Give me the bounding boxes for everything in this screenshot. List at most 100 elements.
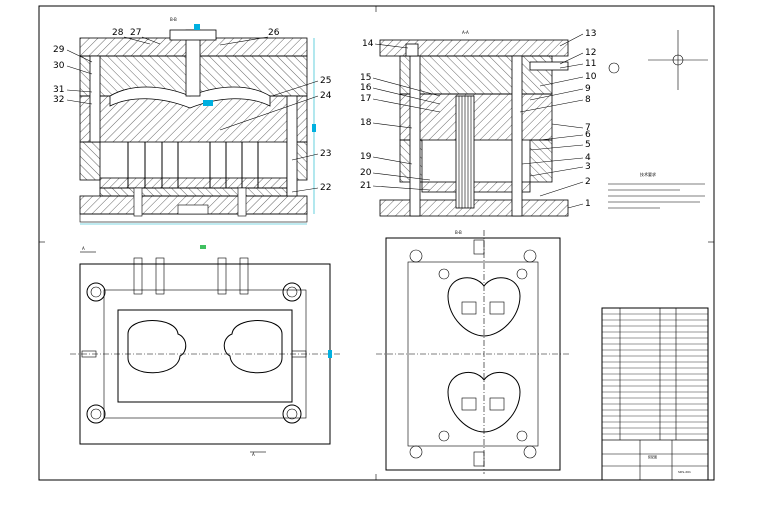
- ejector-retainer: [99, 187, 288, 197]
- ejector-pins: [127, 142, 259, 188]
- callouts-left: 28 27 26 29 30 31 32 25 24 23 22: [53, 28, 332, 193]
- view-title-moving: B-B: [455, 230, 462, 235]
- slide-cylinders: [133, 257, 249, 295]
- callout-label: 5: [585, 140, 591, 150]
- slot: [473, 451, 485, 467]
- insert-block: [461, 397, 477, 411]
- guide-hole: [90, 408, 102, 420]
- technical-requirements: 技术要求: [608, 171, 705, 209]
- slot: [473, 239, 485, 255]
- callout-label: 30: [53, 61, 65, 71]
- callout-label: 7: [585, 123, 591, 133]
- callout-label: 21: [360, 181, 371, 191]
- callout-label: 18: [360, 118, 372, 128]
- callout-label: 6: [585, 130, 591, 140]
- drawing-number: SDS-201: [678, 470, 691, 474]
- right-section-view: A-A 14 13 12 11 10 9 8 15 16 17 18 7 6 5…: [360, 29, 597, 217]
- bom-rows: [602, 313, 708, 441]
- accent-block: [200, 245, 206, 249]
- callout-label: 15: [360, 73, 371, 83]
- cavity-lower: [447, 371, 521, 433]
- callout-label: 31: [53, 85, 64, 95]
- section-mark-a: A: [82, 246, 85, 251]
- pin-hole: [516, 268, 528, 280]
- callout-label: 17: [360, 94, 371, 104]
- callout-label: 11: [585, 59, 596, 69]
- pin-hole: [409, 445, 423, 459]
- section-mark-a: A: [252, 452, 255, 457]
- guide-hole: [86, 282, 106, 302]
- callout-label: 24: [320, 91, 332, 101]
- base-outline: [79, 213, 308, 223]
- ejector-plate: [421, 181, 531, 193]
- pin-hole: [523, 445, 537, 459]
- callout-label: 13: [585, 29, 596, 39]
- pin-hole: [409, 249, 423, 263]
- guide-pillar: [89, 55, 101, 143]
- small-part-icon: [608, 62, 620, 74]
- guide-hole: [90, 286, 102, 298]
- callout-label: 29: [53, 45, 65, 55]
- insert-block: [461, 301, 477, 315]
- title-block: 装配图 SDS-201: [601, 307, 709, 481]
- callout-label: 26: [268, 28, 280, 38]
- callout-label: 20: [360, 168, 372, 178]
- accent-block: [203, 100, 213, 106]
- plan-view-moving-half: B-B: [376, 230, 570, 474]
- guide-pillar: [409, 55, 421, 217]
- accent-block: [328, 350, 332, 358]
- callouts-right: 14 13 12 11 10 9 8 15 16 17 18 7 6 5 4 1…: [360, 29, 597, 209]
- callout-label: 23: [320, 149, 331, 159]
- guide-hole: [286, 286, 298, 298]
- core-insert-lines: [458, 96, 472, 208]
- callout-label: 25: [320, 76, 331, 86]
- pin-hole: [438, 268, 450, 280]
- guide-hole: [282, 282, 302, 302]
- callout-label: 9: [585, 84, 591, 94]
- bolt: [405, 43, 419, 57]
- callout-label: 19: [360, 152, 372, 162]
- part-profile: [109, 86, 271, 109]
- callout-label: 27: [130, 28, 141, 38]
- outer-frame: [38, 5, 715, 481]
- callout-label: 22: [320, 183, 331, 193]
- guide-hole: [286, 408, 298, 420]
- callout-label: 12: [585, 48, 596, 58]
- callout-label: 32: [53, 95, 64, 105]
- callout-label: 10: [585, 72, 597, 82]
- insert-block: [489, 397, 505, 411]
- locating-ring: [169, 29, 217, 41]
- callout-label: 3: [585, 162, 591, 172]
- return-pin: [133, 187, 143, 217]
- cavity-right: [223, 320, 283, 374]
- callout-label: 2: [585, 177, 591, 187]
- core-plate: [399, 93, 553, 141]
- tech-req-title: 技术要求: [640, 171, 656, 177]
- callout-label: 16: [360, 83, 372, 93]
- left-section-view: B-B 28 27 26 29 30 31 32 25 24 23 22: [53, 17, 332, 225]
- accent-block: [194, 24, 200, 30]
- insert-block: [489, 301, 505, 315]
- pin-hole: [438, 430, 450, 442]
- callout-label: 8: [585, 95, 591, 105]
- callout-label: 28: [112, 28, 124, 38]
- plan-view-fixed-half: A A: [70, 245, 340, 457]
- callout-label: 14: [362, 39, 374, 49]
- pin-hole: [523, 249, 537, 263]
- cavity-upper: [447, 277, 521, 337]
- cavity-plate: [399, 55, 553, 95]
- view-title-right: A-A: [462, 30, 469, 35]
- view-title-left: B-B: [170, 17, 177, 22]
- guide-pillar: [511, 55, 523, 217]
- guide-pillar: [286, 95, 298, 197]
- guide-hole: [86, 404, 106, 424]
- pin-hole: [516, 430, 528, 442]
- spacer-left: [79, 141, 101, 181]
- crosshair-symbol: [608, 30, 708, 90]
- slide-bolt: [529, 61, 569, 71]
- return-pin: [237, 187, 247, 217]
- callout-label: 4: [585, 153, 591, 163]
- callout-label: 1: [585, 199, 591, 209]
- part-name: 装配图: [648, 454, 657, 459]
